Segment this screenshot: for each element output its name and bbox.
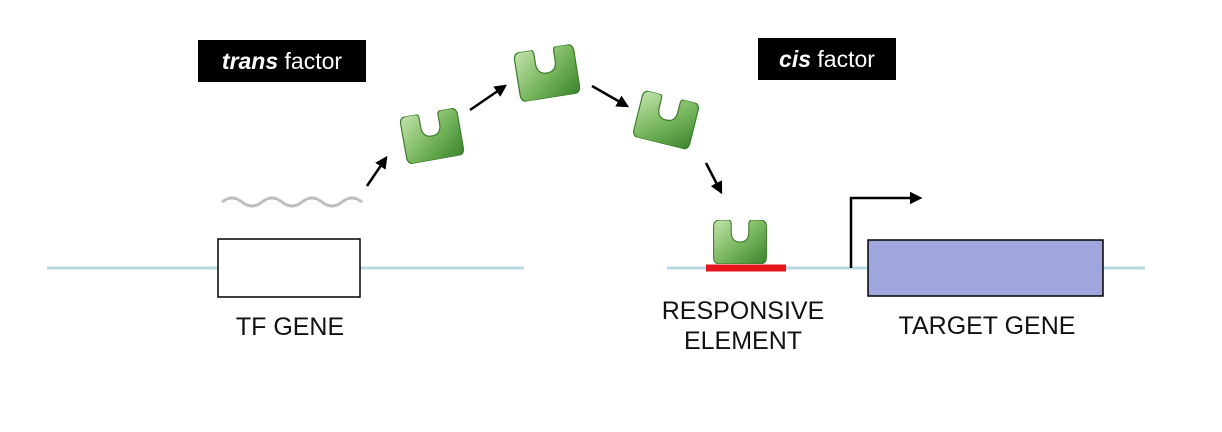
protein-icon bbox=[712, 220, 768, 264]
mrna-wave bbox=[221, 196, 363, 208]
arrow-3 bbox=[591, 84, 630, 108]
protein-icon bbox=[398, 107, 466, 165]
target-gene-box bbox=[867, 239, 1104, 297]
arrow-4 bbox=[704, 162, 723, 195]
transcription-start-arrow bbox=[849, 191, 923, 268]
responsive-element-label-line1: RESPONSIVE bbox=[661, 297, 825, 325]
cis-factor-rest: factor bbox=[811, 46, 875, 72]
trans-factor-italic: trans bbox=[221, 48, 279, 74]
protein-icon bbox=[631, 89, 701, 151]
target-gene-label: TARGET GENE bbox=[898, 312, 1076, 340]
arrow-2 bbox=[469, 84, 508, 112]
cis-factor-tag: cis factor bbox=[758, 38, 896, 80]
tf-gene-box bbox=[217, 238, 361, 298]
tf-gene-label: TF GENE bbox=[235, 313, 345, 341]
responsive-element-label: RESPONSIVE ELEMENT bbox=[650, 296, 836, 356]
arrow-1 bbox=[365, 155, 388, 187]
trans-factor-tag: trans factor bbox=[198, 40, 366, 82]
responsive-element-label-line2: ELEMENT bbox=[683, 327, 803, 355]
protein-icon bbox=[512, 43, 582, 103]
trans-factor-rest: factor bbox=[278, 48, 343, 74]
cis-factor-italic: cis bbox=[779, 46, 812, 72]
